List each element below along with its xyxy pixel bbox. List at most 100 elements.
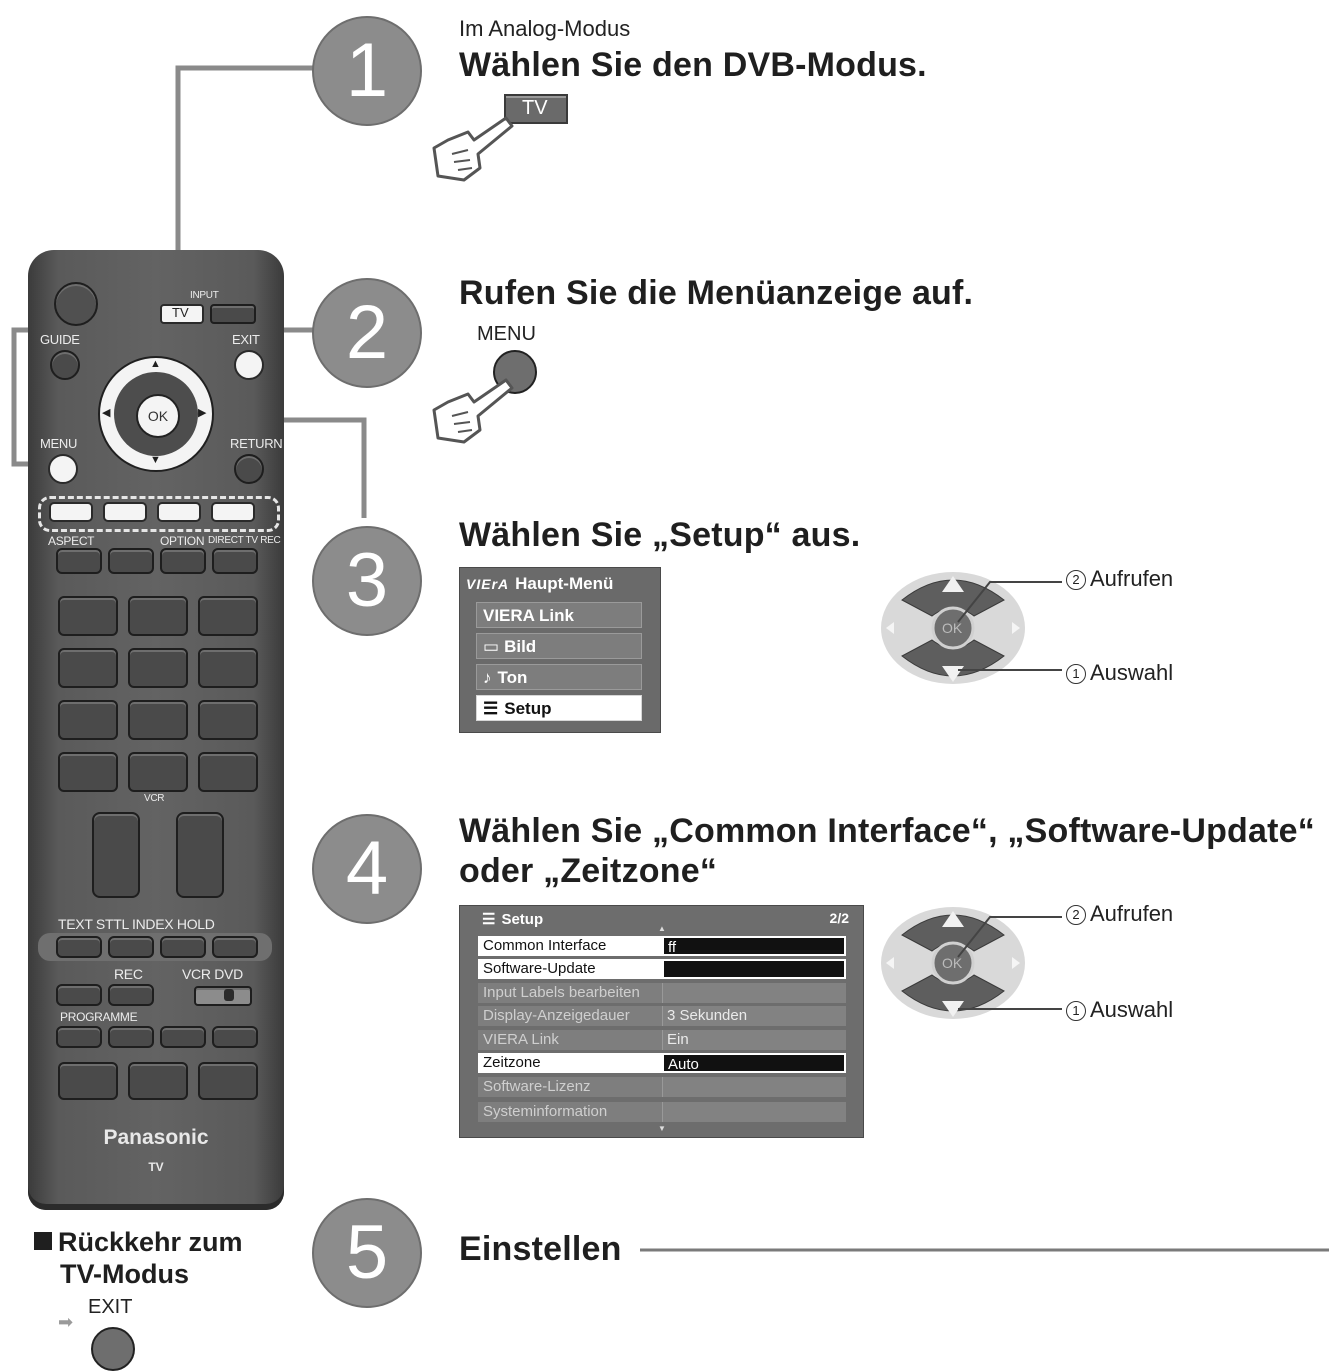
setup-row-viera-link[interactable]: VIERA Link Ein (478, 1030, 846, 1050)
prog-button-3[interactable] (160, 1026, 206, 1048)
return-button[interactable] (234, 454, 264, 484)
tv-button-label: TV (172, 305, 189, 320)
number-button-2[interactable] (128, 596, 188, 636)
callout-lines (957, 581, 1062, 671)
menu-button-remote[interactable] (48, 454, 78, 484)
option-button[interactable] (160, 548, 206, 574)
prog-button-1[interactable] (56, 1026, 102, 1048)
ok-button[interactable]: OK (136, 394, 180, 438)
setup-row-common-interface[interactable]: Common Interface ff (478, 936, 846, 956)
blue-button[interactable] (211, 502, 255, 522)
number-button-0[interactable] (128, 752, 188, 792)
menu-item-bild[interactable]: ▭Bild (476, 633, 642, 659)
direct-tv-rec-button[interactable] (212, 548, 258, 574)
prog-button-4[interactable] (212, 1026, 258, 1048)
programme-label: PROGRAMME (60, 1010, 138, 1024)
up-arrow-icon[interactable]: ▲ (150, 358, 161, 370)
unlabeled-button[interactable] (108, 548, 154, 574)
number-button-extra[interactable] (198, 752, 258, 792)
number-button-10[interactable] (58, 752, 118, 792)
right-arrow-icon[interactable]: ▶ (198, 407, 207, 419)
number-button-5[interactable] (128, 648, 188, 688)
setup-menu-title-text: Setup (501, 911, 544, 928)
channel-rocker[interactable] (176, 812, 224, 898)
vcr-dvd-switch[interactable] (194, 986, 252, 1006)
hold-button[interactable] (212, 936, 258, 958)
yellow-button[interactable] (157, 502, 201, 522)
number-button-9[interactable] (198, 700, 258, 740)
step-3-circle: 3 (312, 526, 422, 636)
menu-item-setup[interactable]: ☰Setup (476, 695, 642, 721)
aspect-button[interactable] (56, 548, 102, 574)
vcr-label: VCR (144, 793, 165, 804)
number-button-6[interactable] (198, 648, 258, 688)
volume-rocker[interactable] (92, 812, 140, 898)
setup-row-zeitzone[interactable]: Zeitzone Auto (478, 1053, 846, 1073)
guide-button[interactable] (50, 350, 80, 380)
music-note-icon: ♪ (483, 668, 492, 687)
tv-key[interactable]: TV (504, 94, 568, 124)
down-arrow-icon[interactable]: ▼ (150, 454, 161, 466)
rec-label: REC (114, 966, 143, 982)
red-button[interactable] (49, 502, 93, 522)
row-label: Software-Lizenz (478, 1077, 662, 1097)
arrow-right-icon: ➡ (58, 1312, 74, 1332)
number-button-8[interactable] (128, 700, 188, 740)
transport-button-2[interactable] (128, 1062, 188, 1100)
dpad[interactable]: ▲ ▼ ◀ ▶ OK (98, 356, 214, 472)
input-button[interactable] (210, 304, 256, 324)
step-2-circle: 2 (312, 278, 422, 388)
rec-button[interactable] (108, 984, 154, 1006)
number-button-4[interactable] (58, 648, 118, 688)
select-text: Auswahl (1090, 997, 1174, 1022)
power-button[interactable] (54, 282, 98, 326)
prog-button-2[interactable] (108, 1026, 154, 1048)
setup-row-software-update[interactable]: Software-Update (478, 959, 846, 979)
step-4-circle: 4 (312, 814, 422, 924)
tv-key-label: TV (522, 97, 548, 119)
row-label: Display-Anzeigedauer (478, 1006, 662, 1026)
setup-row-input-labels[interactable]: Input Labels bearbeiten (478, 983, 846, 1003)
number-1-icon: 1 (1066, 1001, 1086, 1021)
green-button[interactable] (103, 502, 147, 522)
menu-item-label: Bild (504, 637, 537, 656)
number-2-icon: 2 (1066, 905, 1086, 925)
transport-button-1[interactable] (58, 1062, 118, 1100)
left-arrow-icon[interactable]: ◀ (102, 407, 111, 419)
number-button-7[interactable] (58, 700, 118, 740)
step-1-subtitle: Im Analog-Modus (459, 16, 631, 41)
step-5-heading: Einstellen (459, 1230, 630, 1269)
row-label: VIERA Link (478, 1030, 662, 1050)
setup-menu-title: ☰Setup (482, 910, 543, 928)
tv-button[interactable]: TV (160, 304, 204, 324)
sttl-button[interactable] (108, 936, 154, 958)
setup-menu-panel: ☰Setup ▲ 2/2 Common Interface ff Softwar… (459, 905, 864, 1138)
back-line-2: TV-Modus (60, 1259, 189, 1289)
switch-knob (224, 989, 234, 1001)
text-button[interactable] (56, 936, 102, 958)
setup-row-systeminformation[interactable]: Systeminformation (478, 1102, 846, 1122)
pointing-hand-icon (432, 378, 514, 444)
exit-button[interactable] (91, 1327, 135, 1371)
index-button[interactable] (160, 936, 206, 958)
transport-button-3[interactable] (198, 1062, 258, 1100)
step-1-heading: Wählen Sie den DVB-Modus. (459, 46, 927, 84)
row-value (662, 1102, 846, 1122)
menu-item-ton[interactable]: ♪ Ton (476, 664, 642, 690)
number-button-1[interactable] (58, 596, 118, 636)
number-button-3[interactable] (198, 596, 258, 636)
select-text: Auswahl (1090, 660, 1174, 685)
row-label: Input Labels bearbeiten (478, 983, 662, 1003)
rec-prev-button[interactable] (56, 984, 102, 1006)
menu-item-viera-link[interactable]: VIERA Link (476, 602, 642, 628)
setup-row-display-duration[interactable]: Display-Anzeigedauer 3 Sekunden (478, 1006, 846, 1026)
setup-row-software-lizenz[interactable]: Software-Lizenz (478, 1077, 846, 1097)
row-value: Auto (662, 1053, 846, 1073)
picture-icon: ▭ (483, 637, 500, 656)
exit-button-remote[interactable] (234, 350, 264, 380)
number-2-icon: 2 (1066, 570, 1086, 590)
menu-item-label: Ton (497, 668, 528, 687)
